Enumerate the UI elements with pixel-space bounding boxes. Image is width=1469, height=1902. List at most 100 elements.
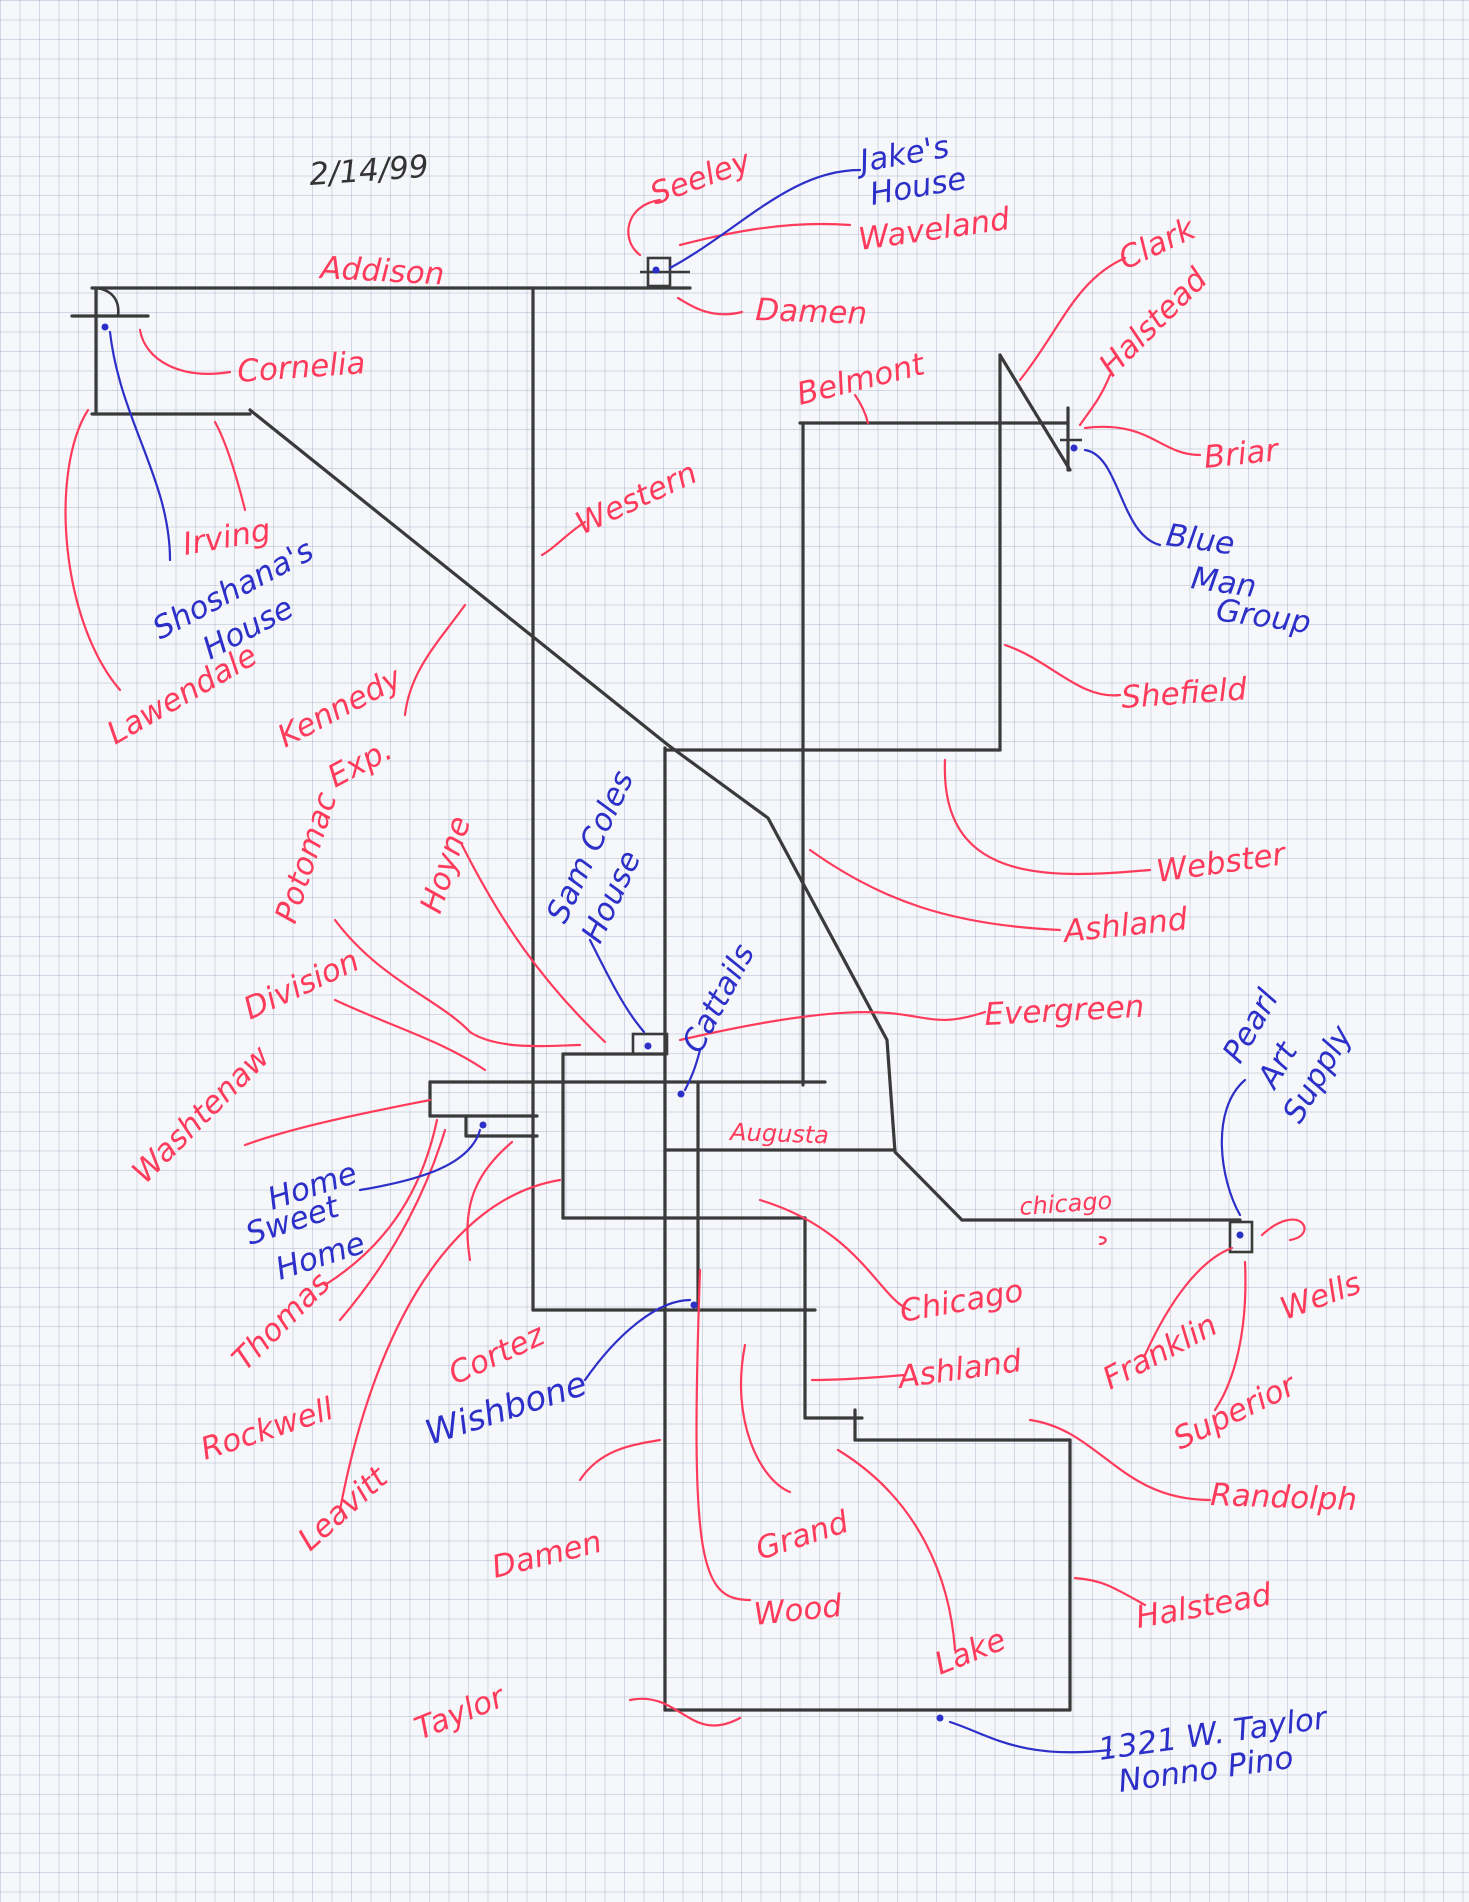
label-wishbone: Wishbone [420, 1364, 591, 1454]
label-ashland-mid: Ashland [1060, 901, 1189, 950]
arrow-halstead-top [1078, 373, 1112, 427]
arrow-ashland-mid [808, 848, 1062, 932]
arrow-pearl-art-supply [1220, 1078, 1247, 1217]
arrow-kennedy [403, 603, 467, 717]
arrow-sam-coles-house [588, 938, 646, 1034]
label-potomac: Potomac [268, 788, 344, 928]
pearl-art-supply-dot [1236, 1231, 1244, 1239]
arrow-ashland-low [810, 1373, 907, 1382]
arrow-evergreen [678, 1010, 987, 1042]
label-lawendale: Lawendale [101, 637, 263, 752]
arrow-superior [1213, 1260, 1247, 1412]
place-label-arrows [108, 168, 1247, 1754]
arrow-belmont [853, 393, 870, 425]
label-seeley: Seeley [645, 143, 756, 213]
arrow-taylor [628, 1697, 742, 1727]
label-wood: Wood [752, 1588, 844, 1633]
label-grand: Grand [751, 1504, 853, 1568]
arrow-wood [695, 1268, 752, 1602]
arrow-halstead-low [1073, 1576, 1147, 1607]
label-chicago: Chicago [897, 1273, 1026, 1330]
label-cornelia: Cornelia [236, 345, 367, 390]
labels: 2/14/99 Addison Seeley Jake's House Wave… [101, 129, 1366, 1800]
arrow-grand [740, 1343, 792, 1494]
blue-man-group-dot [1070, 444, 1078, 452]
arrow-thomas [323, 1118, 439, 1287]
label-belmont: Belmont [793, 346, 930, 413]
arrow-blue-man-group [1083, 448, 1162, 547]
sam-coles-box [631, 1032, 669, 1056]
arrow-seeley [627, 198, 662, 257]
arrow-irving [213, 420, 247, 512]
arrow-wishbone [583, 1298, 692, 1382]
arrow-damen-low [578, 1438, 662, 1482]
arrow-clark [1018, 256, 1127, 382]
arrow-webster [943, 758, 1152, 876]
label-randolph: Randolph [1210, 1477, 1358, 1518]
label-blue-man-3: Group [1214, 592, 1313, 641]
label-washtenaw: Washtenaw [125, 1038, 277, 1190]
roads [70, 286, 1242, 1712]
label-augusta: Augusta [728, 1118, 830, 1149]
arrow-wells [1260, 1218, 1306, 1242]
arrow-potomac [333, 918, 582, 1048]
shoshanas-corner [95, 286, 120, 317]
label-superior: Superior [1168, 1366, 1304, 1457]
label-halstead-top: Halstead [1092, 261, 1215, 384]
label-division: Division [238, 943, 365, 1028]
arrow-rockwell [338, 1128, 447, 1322]
label-hoyne: Hoyne [413, 812, 478, 918]
arrow-nonno-pino [948, 1720, 1112, 1754]
label-rockwell: Rockwell [196, 1391, 338, 1468]
jakes-house-dot [652, 266, 660, 274]
arrow-cattails [683, 1048, 702, 1092]
nonno-pino-dot [936, 1714, 944, 1722]
label-kennedy-exp: Exp. [322, 732, 398, 795]
arrow-leavitt [338, 1178, 562, 1512]
label-briar: Briar [1202, 432, 1282, 476]
arrow-waveland [678, 222, 852, 247]
label-chicago-small: chicago [1018, 1187, 1113, 1221]
arrow-augusta [1098, 1235, 1107, 1246]
pearl-art-box [1228, 1220, 1254, 1254]
label-franklin: Franklin [1097, 1307, 1223, 1397]
label-blue-man-1: Blue [1164, 517, 1237, 562]
label-kennedy: Kennedy [272, 660, 408, 755]
arrow-damen-top [676, 296, 744, 316]
label-lake: Lake [930, 1622, 1011, 1683]
arrow-cortez [466, 1140, 514, 1262]
arrow-cornelia [138, 328, 232, 375]
label-taylor: Taylor [410, 1678, 512, 1747]
label-western: Western [570, 455, 703, 542]
label-damen-top: Damen [755, 292, 868, 332]
label-shefield: Shefield [1120, 671, 1248, 716]
arrow-shefield [1003, 643, 1122, 697]
label-webster: Webster [1154, 836, 1290, 890]
arrow-western [540, 520, 587, 557]
label-addison: Addison [318, 250, 446, 293]
arrow-shoshanas-house [108, 330, 172, 562]
arrow-lake [836, 1448, 957, 1652]
location-markers [95, 256, 1254, 1722]
arrow-randolph [1028, 1418, 1212, 1502]
shoshanas-house-dot [101, 323, 109, 331]
label-damen-low: Damen [488, 1524, 605, 1586]
arrow-hoyne [460, 843, 607, 1044]
cattails-dot [677, 1090, 685, 1098]
label-ashland-low: Ashland [894, 1343, 1024, 1396]
label-wells: Wells [1275, 1265, 1365, 1327]
street-label-arrows [64, 198, 1306, 1727]
arrow-home-sweet-home [358, 1128, 482, 1192]
label-halstead-low: Halstead [1133, 1577, 1274, 1636]
arrow-lawendale [64, 408, 122, 692]
wishbone-dot [690, 1301, 698, 1309]
home-sweet-home-dot [479, 1121, 487, 1129]
road-kennedy [248, 408, 964, 1222]
label-leavitt: Leavitt [291, 1459, 396, 1558]
arrow-washtenaw [243, 1098, 432, 1147]
label-evergreen: Evergreen [984, 989, 1146, 1033]
sam-coles-house-dot [644, 1042, 652, 1050]
road-clark [998, 353, 1072, 472]
